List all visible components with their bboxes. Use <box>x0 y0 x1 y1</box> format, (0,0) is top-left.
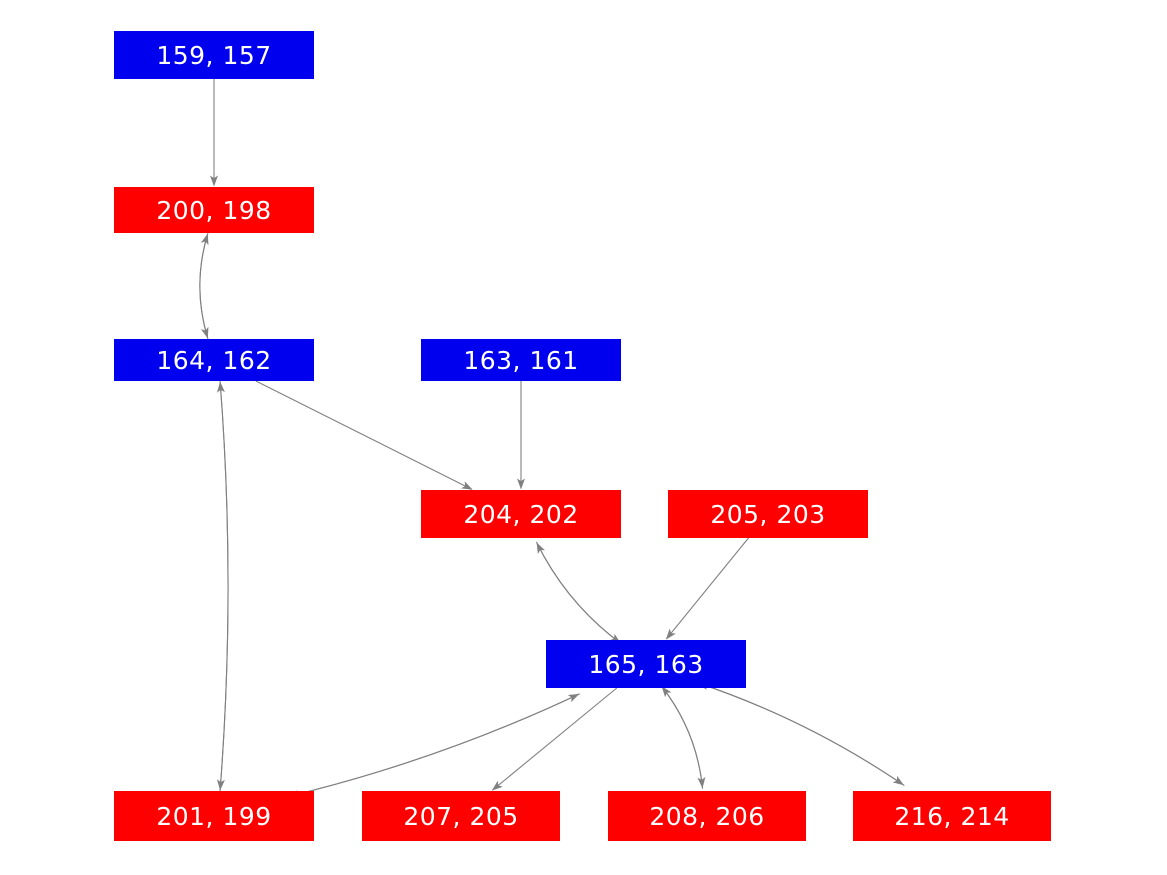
graph-node-label: 159, 157 <box>156 40 272 70</box>
graph-node-164-162[interactable]: 164, 162 <box>114 339 314 381</box>
graph-node-163-161[interactable]: 163, 161 <box>421 339 621 381</box>
graph-node-label: 216, 214 <box>894 801 1010 831</box>
graph-node-label: 201, 199 <box>156 801 272 831</box>
graph-node-205-203[interactable]: 205, 203 <box>668 490 868 538</box>
graph-node-label: 205, 203 <box>710 499 826 529</box>
graph-node-label: 208, 206 <box>649 801 765 831</box>
graph-node-216-214[interactable]: 216, 214 <box>853 791 1051 841</box>
graph-node-207-205[interactable]: 207, 205 <box>362 791 560 841</box>
graph-node-165-163[interactable]: 165, 163 <box>546 640 746 688</box>
graph-node-label: 163, 161 <box>463 345 579 375</box>
graph-node-label: 204, 202 <box>463 499 579 529</box>
graph-node-label: 200, 198 <box>156 195 272 225</box>
graph-node-201-199[interactable]: 201, 199 <box>114 791 314 841</box>
graph-node-label: 164, 162 <box>156 345 272 375</box>
graph-node-204-202[interactable]: 204, 202 <box>421 490 621 538</box>
graph-node-label: 207, 205 <box>403 801 519 831</box>
graph-node-200-198[interactable]: 200, 198 <box>114 187 314 233</box>
graph-node-label: 165, 163 <box>588 649 704 679</box>
graph-node-208-206[interactable]: 208, 206 <box>608 791 806 841</box>
graph-node-159-157[interactable]: 159, 157 <box>114 31 314 79</box>
